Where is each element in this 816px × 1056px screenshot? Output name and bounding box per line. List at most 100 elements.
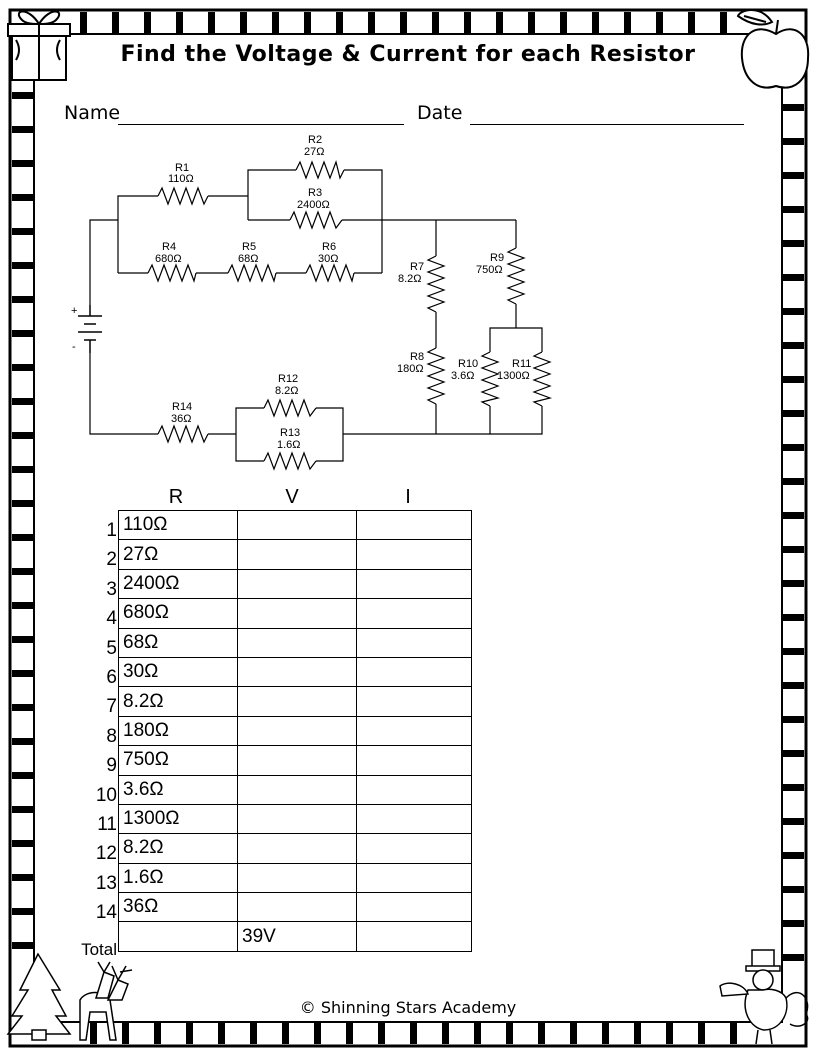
resistor-r2-symbol — [295, 159, 345, 180]
r3-id: R3 — [308, 187, 322, 199]
cell-v[interactable] — [237, 774, 357, 805]
table-row: 30Ω — [118, 656, 472, 688]
resistor-r1-symbol — [157, 186, 209, 206]
resistor-r3-symbol — [289, 210, 343, 230]
r4-id: R4 — [162, 241, 176, 253]
table-row: 680Ω — [118, 598, 472, 629]
r11-value: 1300Ω — [497, 370, 530, 382]
r12-id: R12 — [278, 373, 298, 385]
cell-i[interactable] — [356, 568, 472, 600]
total-label: Total — [81, 939, 117, 959]
row-number: 10 — [95, 784, 117, 806]
cell-v[interactable] — [237, 686, 357, 717]
total-cell-i[interactable] — [356, 921, 472, 952]
resistor-r8-symbol — [426, 347, 446, 405]
resistor-r13-symbol — [263, 451, 317, 471]
table-row: 8.2Ω — [118, 686, 472, 717]
cell-i[interactable] — [356, 803, 472, 835]
resistor-r12-symbol — [263, 398, 317, 418]
cell-r: 1300Ω — [118, 803, 238, 835]
row-number: 12 — [95, 843, 117, 865]
cell-r: 750Ω — [118, 745, 238, 776]
cell-v[interactable] — [237, 598, 357, 629]
cell-v[interactable] — [237, 539, 357, 570]
total-cell-r[interactable] — [118, 921, 238, 952]
border-stripes-right — [782, 104, 804, 961]
table-row: 1.6Ω — [118, 862, 472, 894]
row-number: 6 — [106, 667, 117, 688]
cell-v[interactable] — [237, 715, 357, 747]
cell-i[interactable] — [356, 892, 472, 923]
table-row: 180Ω — [118, 715, 472, 747]
table-row: 36Ω — [118, 892, 472, 923]
cell-i[interactable] — [356, 745, 472, 776]
battery-plus-label: + — [71, 305, 77, 317]
cell-v[interactable] — [237, 656, 357, 688]
cell-r: 1.6Ω — [118, 862, 238, 894]
cell-i[interactable] — [356, 715, 472, 747]
cell-i[interactable] — [356, 598, 472, 629]
r3-value: 2400Ω — [297, 199, 330, 211]
r12-value: 8.2Ω — [275, 385, 299, 397]
r11-id: R11 — [512, 358, 531, 370]
resistor-symbols — [147, 159, 553, 471]
row-number: 2 — [106, 549, 117, 571]
cell-r: 27Ω — [118, 539, 238, 570]
table-row: 68Ω — [118, 627, 472, 658]
date-field[interactable] — [470, 124, 744, 125]
resistor-labels: R1 110Ω R2 27Ω R3 2400Ω R4 680Ω R5 68Ω R… — [155, 134, 531, 451]
resistor-r6-symbol — [305, 263, 355, 284]
table-row: 3.6Ω — [118, 774, 472, 805]
cell-r: 2400Ω — [118, 568, 238, 600]
table-row: 2400Ω — [118, 568, 472, 600]
table-row: 27Ω — [118, 539, 472, 570]
cell-r: 180Ω — [118, 715, 238, 747]
cell-i[interactable] — [356, 686, 472, 717]
cell-v[interactable] — [237, 509, 357, 541]
r9-id: R9 — [490, 252, 504, 264]
cell-i[interactable] — [356, 627, 472, 658]
r2-id: R2 — [308, 134, 322, 146]
date-label: Date — [417, 102, 463, 124]
column-header-v: V — [285, 486, 299, 508]
r5-value: 68Ω — [238, 253, 258, 265]
resistor-r10-symbol — [480, 351, 501, 407]
total-row: 39V — [118, 921, 472, 952]
cell-v[interactable] — [237, 627, 357, 658]
apple-icon — [736, 9, 810, 89]
cell-i[interactable] — [356, 833, 472, 864]
row-number: 13 — [95, 872, 117, 894]
r1-id: R1 — [175, 162, 189, 174]
cell-v[interactable] — [237, 833, 357, 864]
cell-i[interactable] — [356, 862, 472, 894]
table-row: 110Ω — [118, 509, 472, 541]
cell-v[interactable] — [237, 745, 357, 776]
name-field[interactable] — [118, 124, 404, 125]
resistor-r7-symbol — [426, 255, 446, 313]
cell-r: 68Ω — [118, 627, 238, 658]
column-header-i: I — [405, 486, 411, 508]
r7-id: R7 — [410, 261, 424, 273]
cell-i[interactable] — [356, 656, 472, 688]
cell-i[interactable] — [356, 774, 472, 805]
r13-value: 1.6Ω — [277, 439, 301, 451]
r4-value: 680Ω — [155, 253, 182, 265]
name-label: Name — [64, 102, 121, 124]
cell-r: 8.2Ω — [118, 833, 238, 864]
resistor-r9-symbol — [506, 247, 526, 305]
row-number: 5 — [106, 637, 117, 659]
row-number: 14 — [95, 902, 117, 924]
battery-icon — [78, 305, 102, 353]
cell-v[interactable] — [237, 862, 357, 894]
copyright-footer: © Shinning Stars Academy — [299, 998, 517, 1017]
cell-v[interactable] — [237, 568, 357, 600]
cell-r: 110Ω — [118, 509, 238, 541]
cell-i[interactable] — [356, 509, 472, 541]
cell-v[interactable] — [237, 803, 357, 835]
cell-i[interactable] — [356, 539, 472, 570]
worksheet-title: Find the Voltage & Current for each Resi… — [120, 42, 696, 67]
cell-v[interactable] — [237, 892, 357, 923]
